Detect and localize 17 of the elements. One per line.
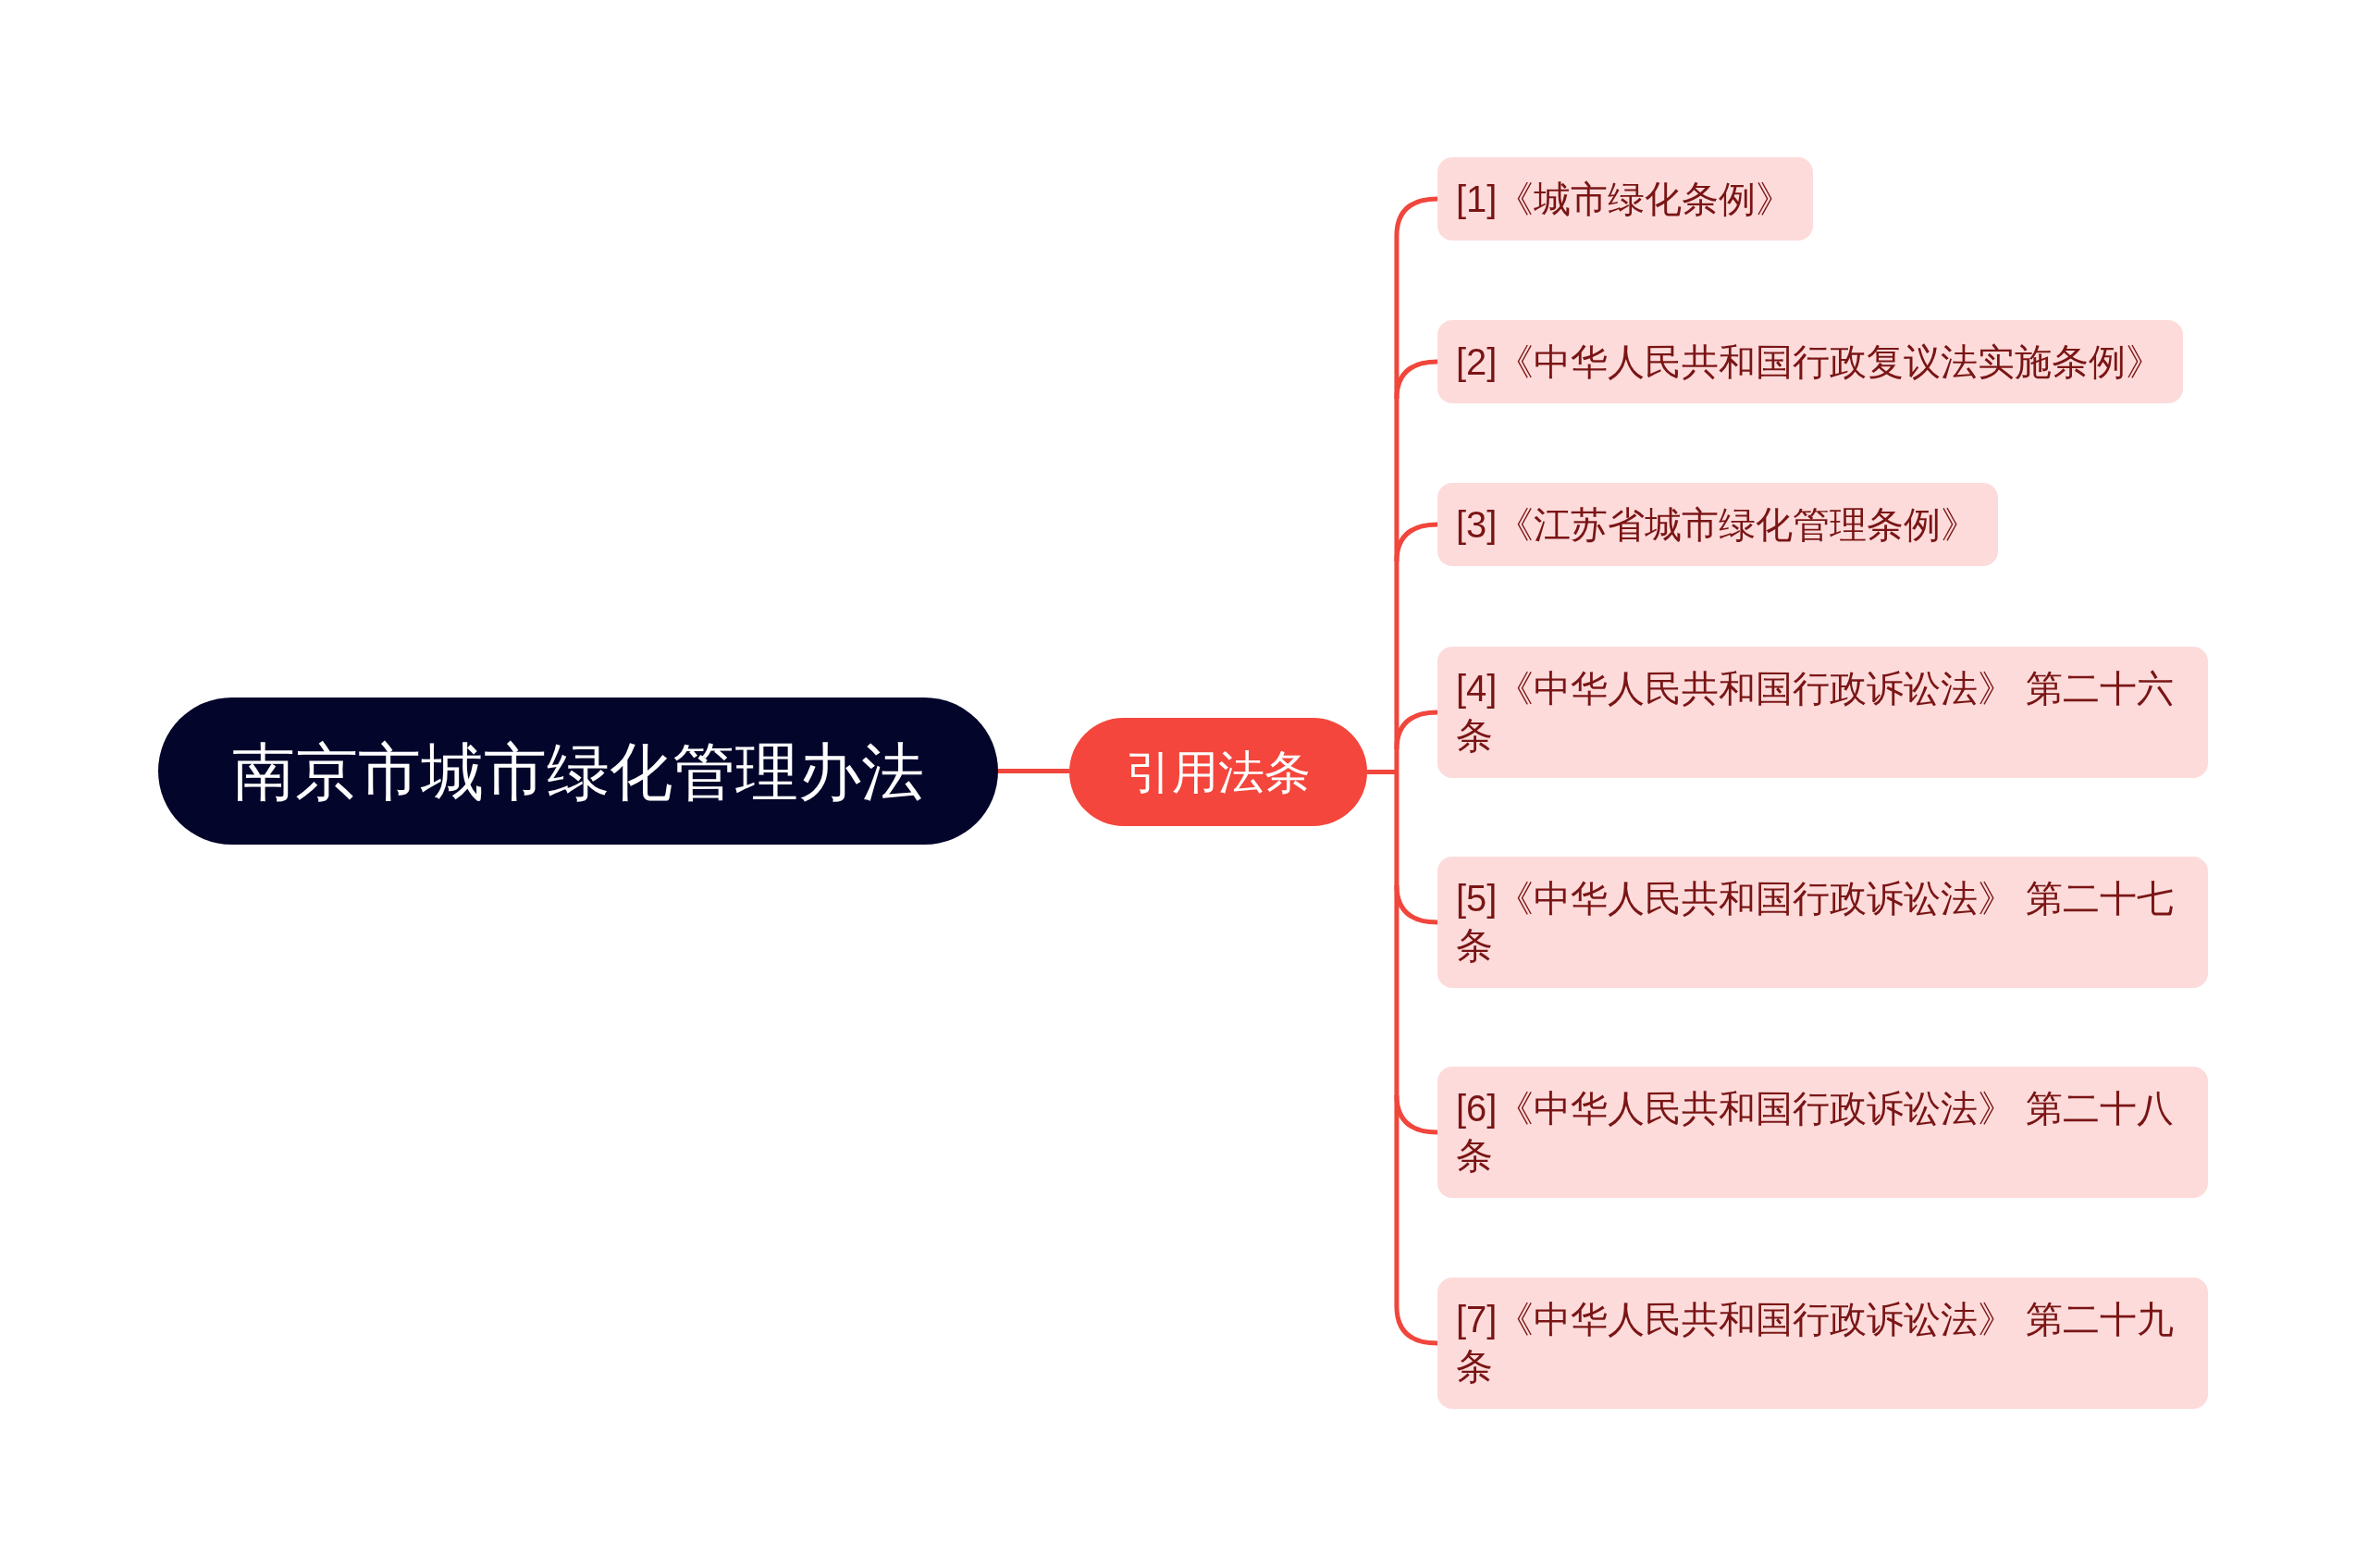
connector-line [1394, 1094, 1438, 1135]
connector-line [1394, 359, 1438, 400]
connector-line [1394, 884, 1438, 925]
connector-line [1394, 522, 1438, 562]
item-box: [7]《中华人民共和国行政诉讼法》 第二十九条 [1437, 1278, 2208, 1409]
connector-line [1394, 710, 1438, 750]
item-box: [6]《中华人民共和国行政诉讼法》 第二十八条 [1437, 1067, 2208, 1198]
item-box: [1]《城市绿化条例》 [1437, 157, 1814, 241]
item-box: [4]《中华人民共和国行政诉讼法》 第二十六条 [1437, 647, 2208, 778]
item-box: [3]《江苏省城市绿化管理条例》 [1437, 483, 1999, 566]
connector-line [998, 769, 1069, 773]
item-box: [2]《中华人民共和国行政复议法实施条例》 [1437, 320, 2184, 403]
connector-line [1394, 196, 1438, 237]
connector-line [1394, 1305, 1438, 1346]
central-topic-box: 南京市城市绿化管理办法 [158, 698, 998, 845]
item-box: [5]《中华人民共和国行政诉讼法》 第二十七条 [1437, 857, 2208, 988]
topic-box: 引用法条 [1069, 718, 1367, 826]
